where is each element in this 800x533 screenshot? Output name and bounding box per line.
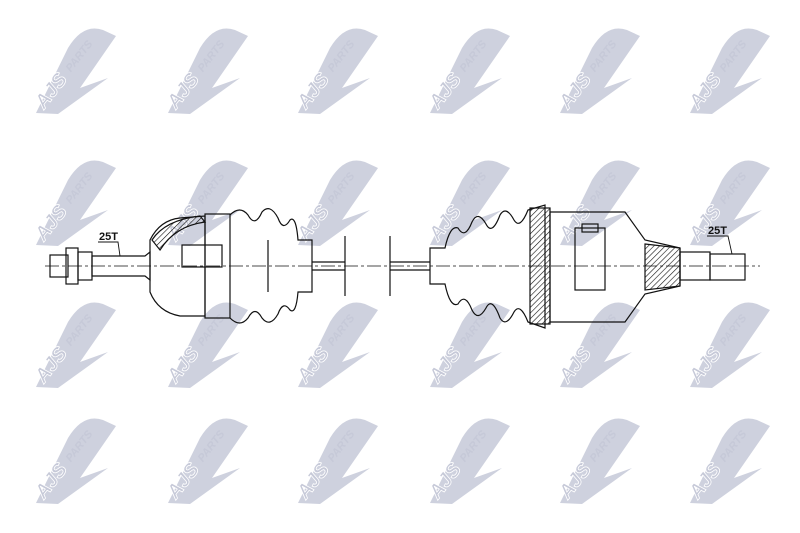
left-label-leader — [98, 241, 121, 257]
outer-boot — [229, 208, 313, 324]
shaft — [312, 236, 430, 296]
outer-cv-joint — [149, 213, 231, 319]
inner-boot — [429, 204, 546, 329]
left-spline-label: 25T — [99, 231, 118, 243]
right-spline-label: 25T — [708, 225, 727, 237]
left-nut — [49, 247, 93, 285]
right-spline-stub — [679, 251, 746, 281]
inner-tripod-joint — [529, 207, 681, 325]
right-label-leader — [707, 235, 733, 255]
